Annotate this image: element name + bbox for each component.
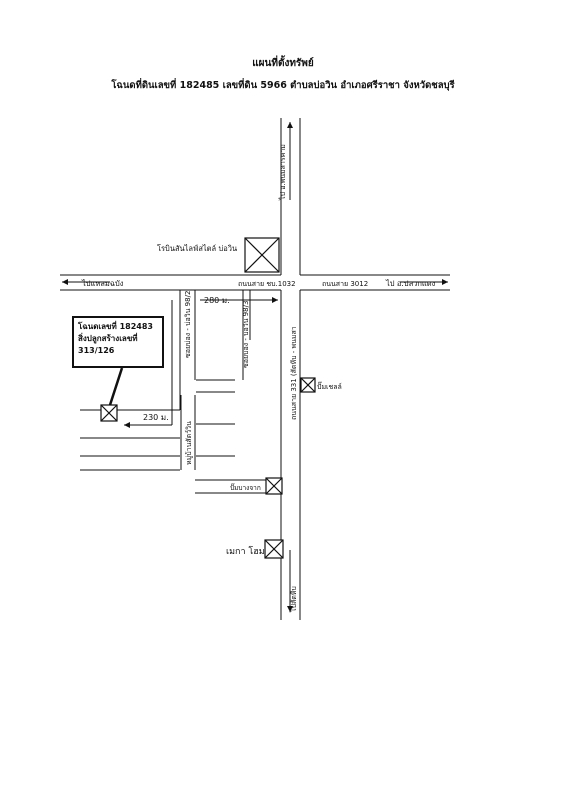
soi-98-2-label: ซอยบ่อง - บ่อวิน 98/2	[184, 291, 192, 358]
road-331-label: ถนนสาย 331 (สัตหีบ - พนมสา	[290, 326, 298, 420]
property-callout: โฉนดเลขที่ 182483 สิ่งปลูกสร้างเลขที่ 31…	[72, 316, 164, 368]
bangchak-label: ปั๊มบางจาก	[230, 483, 261, 492]
soi-98-3-label: ซอยบ่อง - บ่อวิน 98/3	[242, 301, 250, 368]
distance-230-label: 230 ม.	[143, 413, 169, 422]
property-building-label: สิ่งปลูกสร้างเลขที่	[78, 334, 138, 343]
callout-pointer	[108, 367, 124, 406]
south-direction-label: ไปสัตหีบ	[289, 586, 298, 613]
north-direction-label: ไป อ.พนมสารคาม	[278, 144, 287, 201]
property-marker	[100, 404, 118, 422]
megahome-marker	[264, 539, 284, 559]
distance-280-label: 280 ม.	[204, 296, 230, 305]
bangchak-marker	[265, 477, 283, 495]
distance-markers	[124, 297, 278, 428]
village-label: หมู่บ้านสัตว์วิน	[185, 421, 193, 465]
robinson-marker	[244, 237, 280, 273]
landmark-markers	[100, 237, 316, 559]
megahome-label: เมกา โฮม	[226, 546, 265, 557]
road-1032-label: ถนนสาย ชบ.1032	[238, 280, 296, 288]
map-title: แผนที่ตั้งทรัพย์	[252, 58, 314, 69]
east-direction-label: ไป อ.ปลวกแดง	[385, 279, 436, 288]
property-deed-number: โฉนดเลขที่ 182483	[78, 322, 153, 331]
map-subtitle: โฉนดที่ดินเลขที่ 182485 เลขที่ดิน 5966 ต…	[111, 80, 455, 91]
road-lines	[60, 118, 450, 620]
shell-label: ปั๊มเชลล์	[317, 381, 342, 391]
robinson-label: โรบินสันไลฟ์สไตล์ บ่อวิน	[157, 244, 237, 253]
direction-arrows	[62, 122, 448, 612]
road-3012-label: ถนนสาย 3012	[322, 280, 368, 288]
shell-marker	[300, 377, 316, 393]
property-building-number: 313/126	[78, 346, 115, 355]
west-direction-label: ไปแหลมฉบัง	[81, 279, 124, 288]
